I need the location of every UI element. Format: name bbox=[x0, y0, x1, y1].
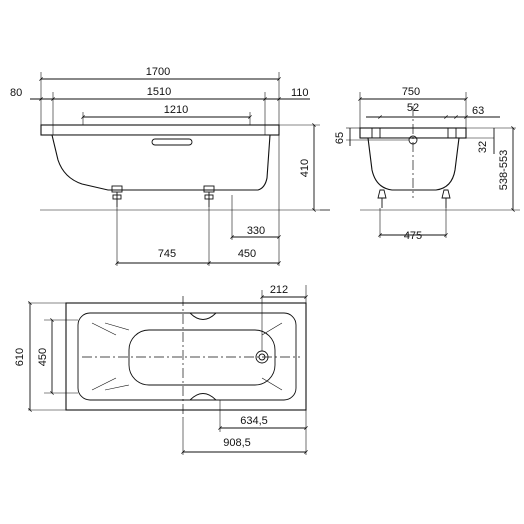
side-handle-slot bbox=[151, 138, 193, 146]
dim-height: 410 bbox=[299, 159, 311, 177]
dim-plan-handle-offset: 634,5 bbox=[240, 415, 268, 427]
plan-view: 212 610 450 634,5 908,5 bbox=[14, 284, 308, 455]
side-foot-right bbox=[203, 185, 215, 207]
dim-total-length: 1700 bbox=[146, 66, 170, 78]
plan-handle-bottom bbox=[189, 393, 217, 401]
plan-basin-bottom bbox=[128, 329, 276, 386]
dim-end-height-range: 538-553 bbox=[498, 150, 510, 190]
dim-plan-drain-offset: 212 bbox=[270, 284, 288, 296]
dim-end-right-rim: 63 bbox=[472, 105, 484, 117]
side-tub-body bbox=[51, 134, 271, 191]
end-feet bbox=[377, 189, 451, 208]
dim-end-foot-width: 475 bbox=[404, 230, 422, 242]
dim-handle-width: 1210 bbox=[164, 104, 188, 116]
dim-right-offset: 110 bbox=[291, 87, 309, 99]
side-foot-left bbox=[111, 185, 123, 207]
dim-end-drain-height: 32 bbox=[477, 141, 489, 153]
plan-handle-top bbox=[189, 312, 217, 320]
side-rim bbox=[40, 124, 280, 136]
dim-foot-right: 330 bbox=[247, 225, 265, 237]
dim-plan-center-offset: 908,5 bbox=[223, 437, 251, 449]
end-view: 750 52 63 65 32 538-553 475 bbox=[334, 86, 520, 242]
dim-foot-spacing: 745 bbox=[158, 248, 176, 260]
dim-end-rim: 52 bbox=[407, 102, 419, 114]
side-view: 1700 1510 80 110 1210 410 330 745 450 bbox=[10, 66, 330, 266]
dim-inner-length: 1510 bbox=[147, 86, 171, 98]
dim-plan-outer-width: 610 bbox=[14, 348, 26, 366]
plan-inner-basin bbox=[77, 312, 297, 401]
dim-plan-inner-width: 450 bbox=[37, 348, 49, 366]
dim-foot-center: 450 bbox=[238, 248, 256, 260]
dim-left-offset: 80 bbox=[10, 87, 22, 99]
dim-end-width: 750 bbox=[402, 86, 420, 98]
dim-end-rim-height: 65 bbox=[334, 132, 346, 144]
end-tub-body bbox=[367, 137, 460, 191]
plan-outer-rim bbox=[65, 302, 307, 411]
